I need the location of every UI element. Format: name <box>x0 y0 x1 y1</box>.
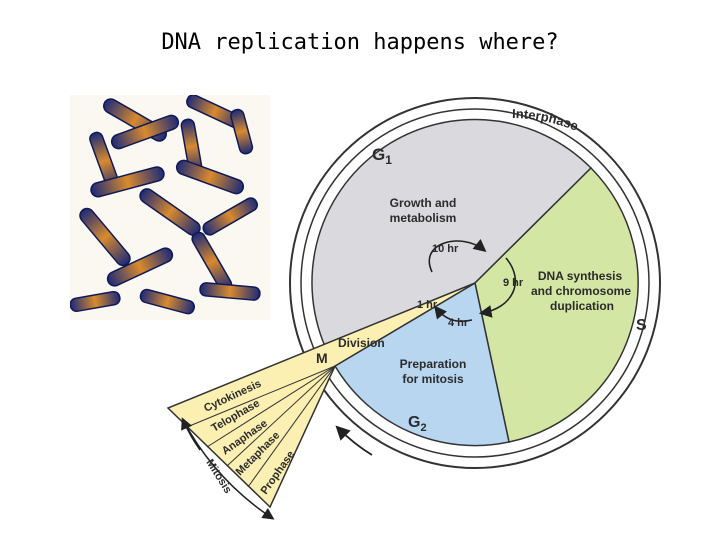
mitosis-arrow <box>182 419 275 520</box>
g1-to-s-arrow <box>428 238 487 273</box>
s-to-g2-arrow <box>478 257 517 318</box>
m-division-label: Division <box>338 336 385 350</box>
g1-letter: G1 <box>372 145 392 167</box>
g1-time: 10 hr <box>432 243 459 255</box>
g2-desc-line2: for mitosis <box>402 372 464 386</box>
s-sector <box>474 166 639 443</box>
s-desc-line2: and chromosome <box>531 284 631 298</box>
chromosome-photo <box>70 95 270 320</box>
m-letter: M <box>316 350 328 366</box>
g2-desc-line1: Preparation <box>400 357 467 371</box>
g2-to-m-arrow <box>434 305 473 323</box>
g1-sector <box>311 118 593 368</box>
slide-title: DNA replication happens where? <box>161 30 559 55</box>
s-letter: S <box>636 317 647 334</box>
g2-letter: G2 <box>408 414 427 434</box>
g1-desc-line2: metabolism <box>390 211 457 225</box>
ring-arrow <box>335 425 373 456</box>
m-time: 1 hr <box>417 299 438 311</box>
s-time: 9 hr <box>503 277 524 289</box>
s-desc-line3: duplication <box>550 299 614 313</box>
s-desc-line1: DNA synthesis <box>538 269 623 283</box>
g1-desc-line1: Growth and <box>390 196 457 210</box>
g2-sector <box>333 281 510 447</box>
m-phase-wedge <box>166 282 476 509</box>
mitosis-arrow-start <box>181 417 201 451</box>
